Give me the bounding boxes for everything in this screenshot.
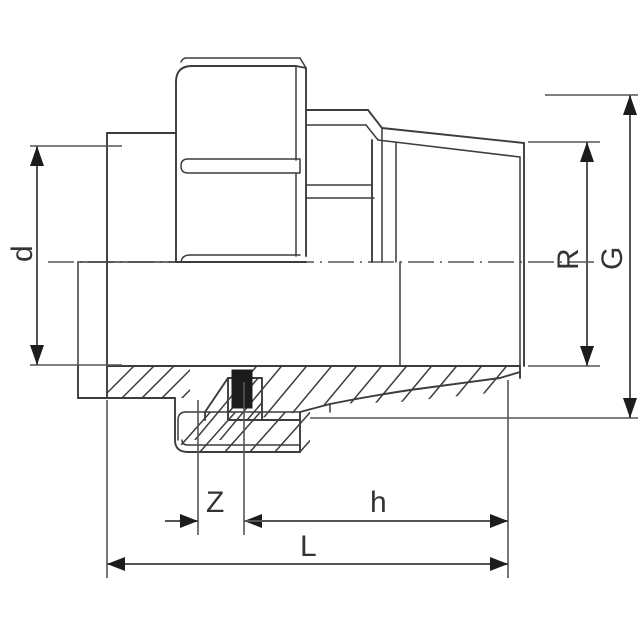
dimension-extension-lines [30,94,638,578]
dimension-R: R [552,142,594,366]
arrow-r-top [580,142,594,162]
fitting-lower-section-outline [77,365,521,453]
dimension-label-d: d [6,245,39,262]
dimension-label-G: G [596,247,629,270]
fitting-upper-outline [77,57,525,367]
dimension-G: G [596,95,637,418]
arrow-z-left [180,514,198,528]
arrow-g-top [623,95,637,115]
arrow-g-bottom [623,398,637,418]
dimension-Z: Z [165,486,280,528]
arrow-d-top [30,146,44,166]
o-ring-seal [231,369,253,409]
arrow-r-bottom [580,346,594,366]
dimension-d: d [6,146,44,365]
dimension-label-L: L [300,530,317,563]
section-hatching-nut [175,412,310,452]
arrow-h-right [490,514,508,528]
dimension-label-h: h [370,486,387,519]
arrow-d-bottom [30,345,44,365]
dimension-label-Z: Z [206,486,224,519]
dimension-h: h [244,486,508,528]
section-hatching-upper-socket [107,366,190,398]
arrow-l-left [107,557,125,571]
arrow-l-right [490,557,508,571]
dimension-label-R: R [552,248,585,270]
dimension-L: L [107,530,508,571]
